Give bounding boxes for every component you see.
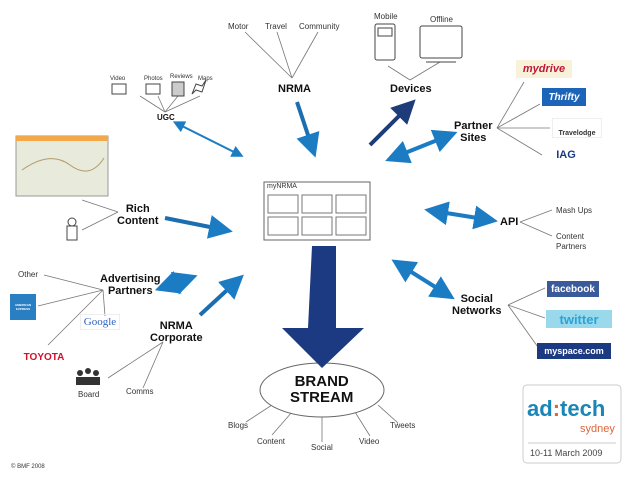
arrow-social [391, 259, 455, 300]
flow-arrows [154, 99, 498, 317]
event-city: sydney [580, 423, 615, 435]
arrow-partner-sites [385, 129, 458, 164]
node-nrma: NRMA [278, 83, 311, 95]
camera-icon [145, 83, 161, 95]
adtech-badge [522, 384, 622, 464]
logo-amex: AMERICAN EXPRESS [10, 294, 36, 320]
label-reviews: Reviews [170, 74, 193, 80]
board-icon [76, 368, 100, 385]
logo-iag: IAG [556, 149, 576, 161]
label-maps: Maps [198, 76, 213, 82]
label-blogs: Blogs [228, 421, 249, 430]
logo-facebook: facebook [547, 281, 599, 297]
label-social: Social [311, 443, 333, 452]
label-video: Video [110, 76, 126, 82]
device-icons [66, 23, 463, 241]
label-mash-ups: Mash Ups [556, 206, 593, 215]
node-devices: Devices [390, 83, 432, 95]
logo-toyota: TOYOTA [23, 351, 65, 363]
label-offline: Offline [430, 15, 453, 24]
label-mobile: Mobile [374, 12, 398, 21]
logo-myspace: myspace.com [537, 343, 611, 359]
label-partners: Partners [556, 242, 587, 251]
label-tweets: Tweets [390, 421, 416, 430]
label-content: Content [556, 232, 585, 241]
label-comms: Comms [126, 387, 154, 396]
node-ugc: UGC [157, 113, 175, 122]
mynrma-box [263, 181, 371, 241]
arrow-advertising [154, 271, 198, 295]
arrow-api [424, 201, 498, 230]
logo-mydrive: mydrive [516, 60, 572, 78]
arrow-ugc [172, 121, 244, 157]
label-other: Other [18, 270, 39, 279]
thin-connectors [37, 31, 553, 442]
event-dates: 10-11 March 2009 [530, 448, 603, 458]
label-photos: Photos [144, 76, 163, 82]
reviews-icon [171, 81, 185, 97]
copyright: © BMF 2008 [11, 464, 45, 470]
logo-twitter: twitter [546, 310, 612, 328]
logo-travelodge: Travelodge [552, 118, 602, 138]
map-screenshot [15, 135, 109, 197]
video-camera-icon [111, 83, 127, 95]
logo-google: Google [80, 314, 120, 330]
monitor-icon [419, 25, 463, 59]
logo-thrifty: Thrifty [542, 88, 586, 106]
label-community: Community [299, 22, 340, 31]
mynrma-title: myNRMA [267, 183, 297, 190]
label-brand-content: Content [257, 437, 286, 446]
arrow-nrma [295, 101, 320, 158]
person-icon [67, 217, 77, 227]
arrow-rich-content [164, 215, 233, 239]
arrow-corporate [198, 274, 244, 317]
label-video-stream: Video [359, 437, 380, 446]
adtech-logo: ad:tech [527, 396, 606, 421]
label-motor: Motor [228, 22, 249, 31]
brand-stream-arrow [282, 246, 364, 368]
map-icon [191, 79, 207, 95]
label-travel: Travel [265, 22, 287, 31]
node-api: API [500, 216, 519, 228]
label-board: Board [78, 390, 100, 399]
arrow-devices [368, 99, 416, 147]
